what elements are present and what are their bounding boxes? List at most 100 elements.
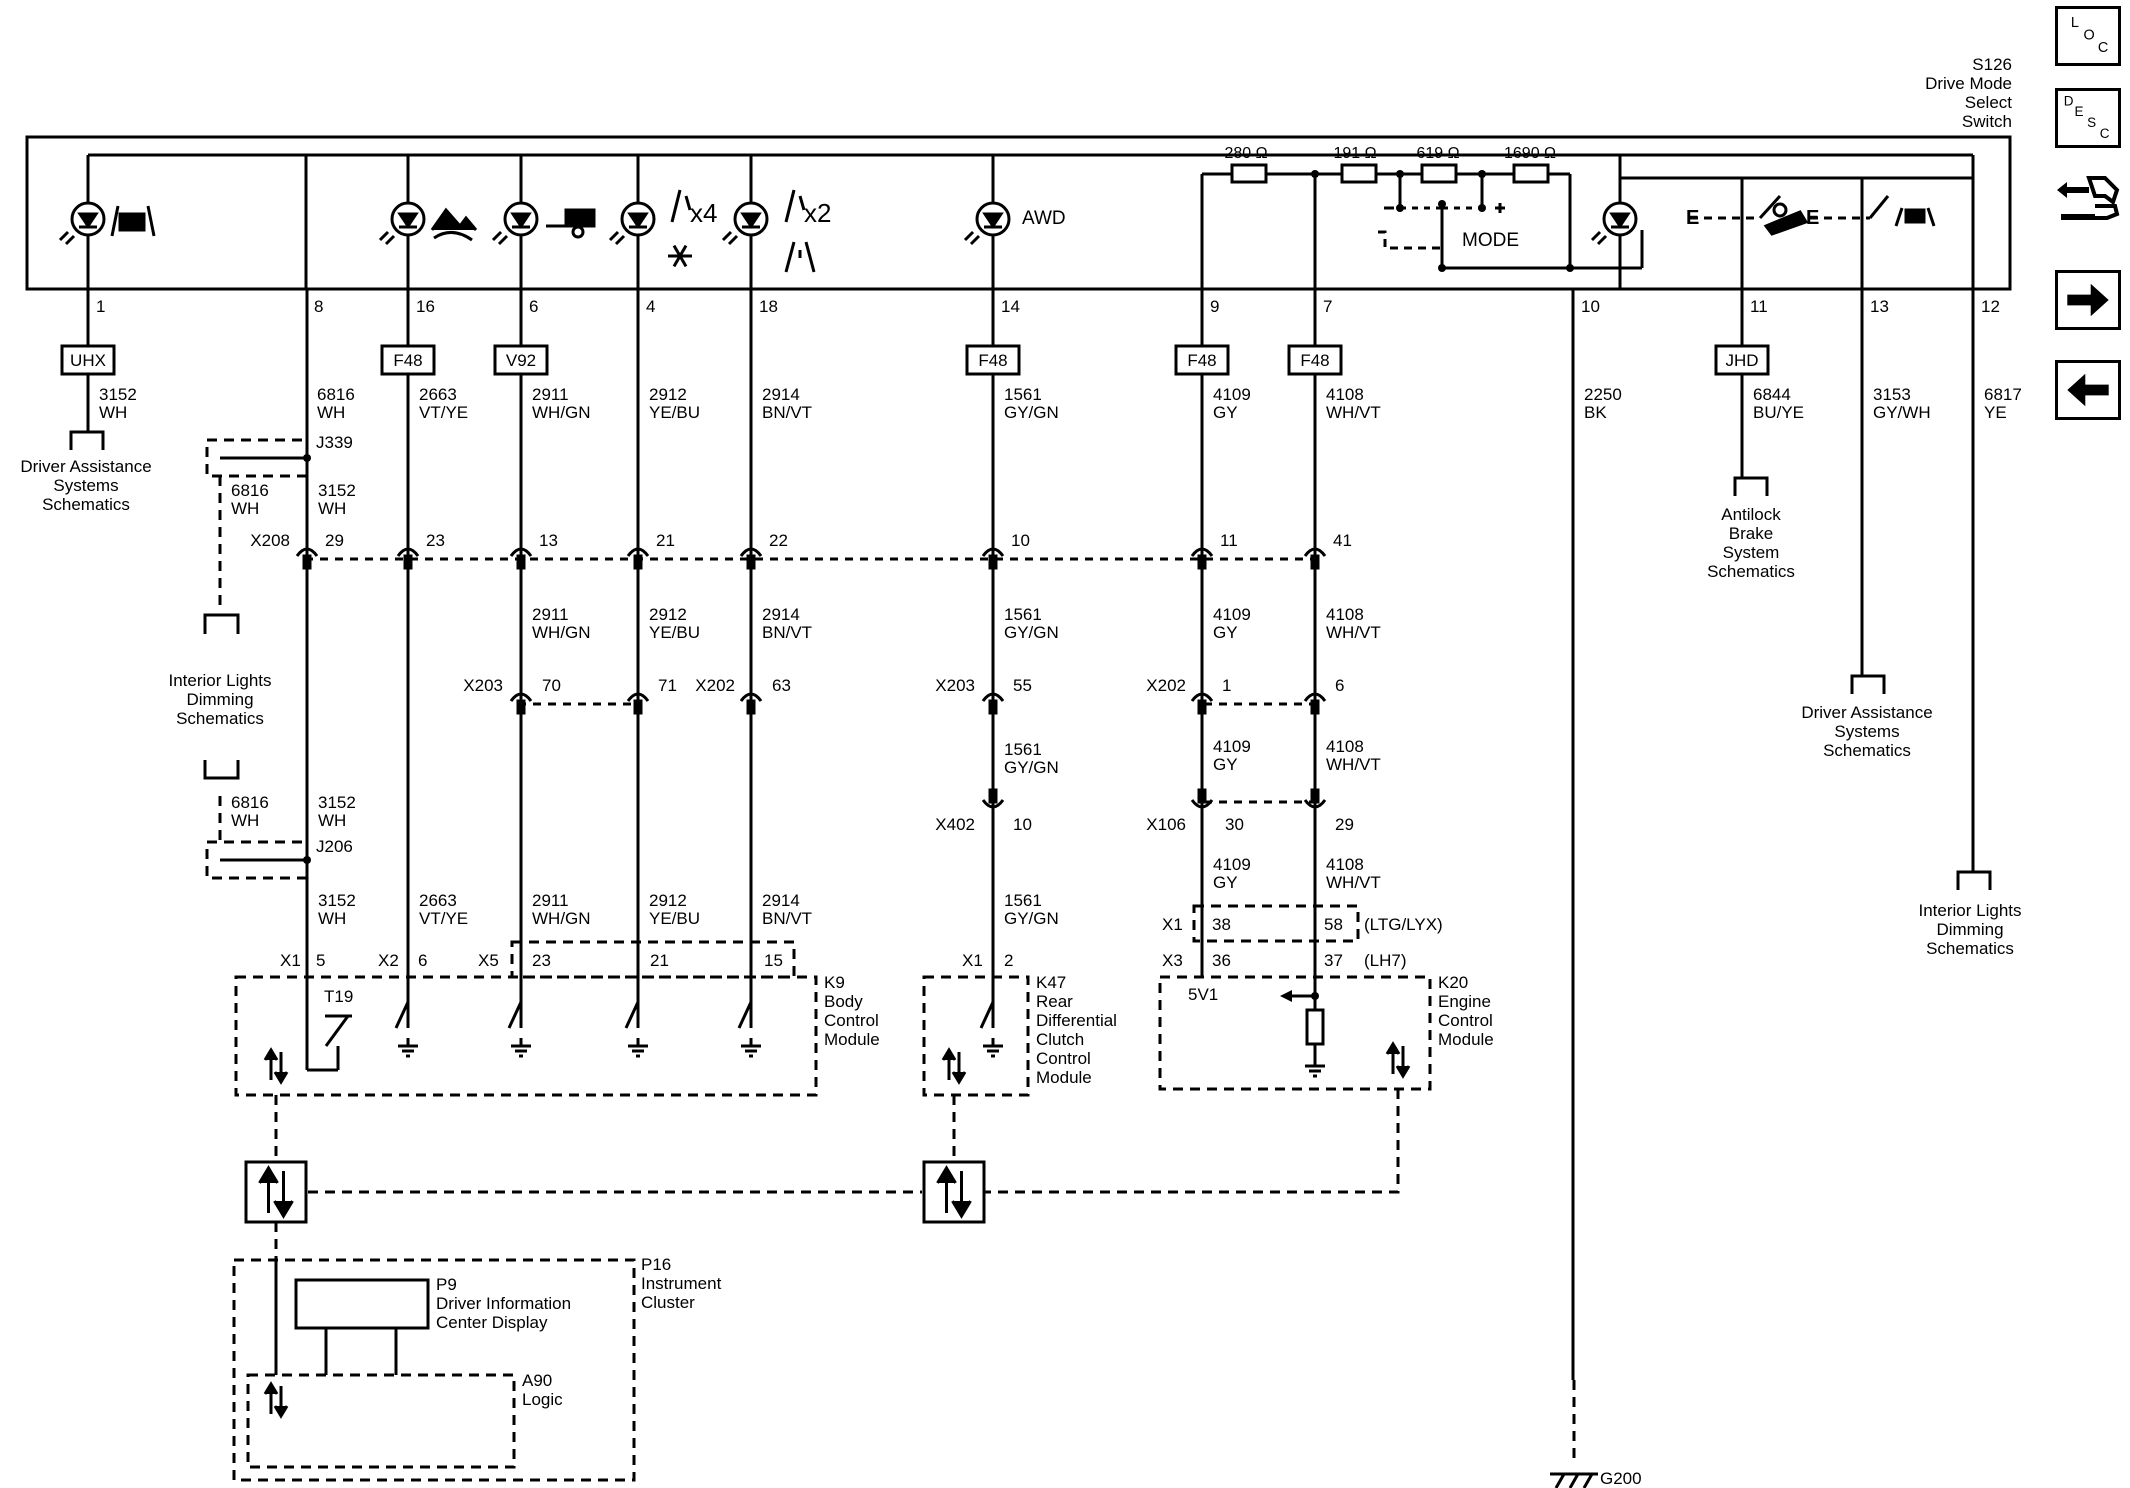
circuit-repeat-8: 2911 — [532, 891, 569, 910]
k20-pin-36: 36 — [1212, 951, 1231, 970]
switch-housing — [25, 135, 2012, 291]
a90-logic — [246, 1373, 516, 1469]
k20-x3-label: X3 — [1162, 951, 1183, 970]
x208-terminal-4 — [626, 547, 650, 570]
bidirectional-data-icon-a90 — [263, 1381, 289, 1419]
wire-color-12: YE — [1984, 403, 2007, 422]
x208-terminal-6 — [981, 547, 1005, 570]
option-code-14: F48 — [978, 351, 1007, 370]
car-skid-icon — [1763, 202, 1809, 236]
pin-number-12: 12 — [1981, 297, 2000, 316]
k20-name-line-3: Module — [1438, 1030, 1494, 1049]
circuit-number-16: 2663 — [419, 385, 457, 404]
option-box-pin-16 — [380, 344, 436, 376]
module-input-switch-5 — [979, 1001, 995, 1029]
pin-number-13: 13 — [1870, 297, 1889, 316]
x203a-pin-70: 70 — [542, 676, 561, 695]
k9-pin-5: 5 — [316, 951, 325, 970]
switch-name-line-3: Switch — [1962, 112, 2012, 131]
lane-keep-icon — [110, 205, 156, 237]
k9-x2-label: X2 — [378, 951, 399, 970]
k9-body-control-module — [234, 975, 818, 1097]
k47-name-line-1: Rear — [1036, 992, 1073, 1011]
gateway-block-mid — [922, 1160, 986, 1224]
module-input-switch-3-ground — [628, 1038, 648, 1058]
circuit-number-13: 3153 — [1873, 385, 1911, 404]
p9-driver-info-display — [294, 1278, 430, 1330]
module-input-switch-2-ground — [511, 1038, 531, 1058]
x208-terminal-3 — [509, 547, 533, 570]
circuit-repeat-6: 2912 — [649, 605, 687, 624]
loc-letter-c: C — [2098, 40, 2108, 56]
p9-name-line-1: Driver Information — [436, 1294, 571, 1313]
k20-pin-37: 37 — [1324, 951, 1343, 970]
option-box-pin-6 — [493, 344, 549, 376]
wire-color-8: WH — [317, 403, 345, 422]
four-wheel-icon — [670, 189, 692, 223]
color-repeat-7: BN/VT — [762, 623, 812, 642]
circuit-number-4: 2912 — [649, 385, 687, 404]
p16-name-line-2: Cluster — [641, 1293, 695, 1312]
x208-pin-5: 22 — [769, 531, 788, 550]
prev-page-button[interactable] — [2055, 360, 2121, 420]
x203a-pin-71: 71 — [658, 676, 677, 695]
ground-g200-label: G200 — [1600, 1469, 1642, 1488]
circuit-number-14: 1561 — [1004, 385, 1042, 404]
circuit-repeat-13: 1561 — [1004, 891, 1042, 910]
pin-number-9: 9 — [1210, 297, 1219, 316]
pin-number-14: 14 — [1001, 297, 1020, 316]
k20-ltg-label: (LTG/LYX) — [1364, 915, 1443, 934]
k9-x5-label: X5 — [478, 951, 499, 970]
x203b-pin-55: 55 — [1013, 676, 1032, 695]
wire-color-9: GY — [1213, 403, 1238, 422]
circuit-repeat-1: 3152 — [318, 481, 356, 500]
bidirectional-data-icon-k9 — [263, 1047, 289, 1085]
ref-antilock-brake-line-2: Brake — [1729, 524, 1773, 543]
ref-interior-lights-right-line-2: Dimming — [1936, 920, 2003, 939]
pin-number-10: 10 — [1581, 297, 1600, 316]
bidirectional-data-icon-k20 — [1385, 1041, 1411, 1079]
connector-swap-button[interactable] — [2055, 170, 2121, 230]
circuit-repeat-10: 2914 — [762, 891, 800, 910]
x203-x202-terminal-4 — [981, 692, 1005, 715]
circuit-j206-branch: 6816 — [231, 793, 269, 812]
circuit-repeat-15: 4109 — [1213, 737, 1251, 756]
x208-pin-2: 23 — [426, 531, 445, 550]
color-j206-branch: WH — [231, 811, 259, 830]
awd-label: AWD — [1022, 208, 1066, 229]
circuit-repeat-9: 2912 — [649, 891, 687, 910]
arrow-left-icon — [2067, 373, 2109, 407]
wire-color-13: GY/WH — [1873, 403, 1931, 422]
next-page-button[interactable] — [2055, 270, 2121, 330]
x402-pin-10: 10 — [1013, 815, 1032, 834]
circuit-number-7: 4108 — [1326, 385, 1364, 404]
p9-ref: P9 — [436, 1275, 457, 1294]
ref-interior-lights-right-line-1: Interior Lights — [1919, 901, 2022, 920]
connector-x202b-label: X202 — [1146, 676, 1186, 695]
k47-pin-2: 2 — [1004, 951, 1013, 970]
led-indicator-4 — [608, 201, 656, 246]
terrain-icon — [430, 207, 478, 242]
loc-letter-l: L — [2071, 15, 2079, 31]
wire-color-6: WH/GN — [532, 403, 591, 422]
circuit-repeat-14: 4109 — [1213, 605, 1251, 624]
k47-ref: K47 — [1036, 973, 1066, 992]
wire-color-7: WH/VT — [1326, 403, 1381, 422]
circuit-repeat-11: 1561 — [1004, 605, 1042, 624]
pin-number-1: 1 — [96, 297, 105, 316]
splice-boxes — [205, 438, 309, 880]
color-repeat-19: WH/VT — [1326, 873, 1381, 892]
desc-letter-s: S — [2087, 115, 2096, 130]
snow-icon — [668, 244, 692, 268]
k9-pin-6: 6 — [418, 951, 427, 970]
led-indicator-3 — [491, 201, 539, 246]
k9-name-line-1: Body — [824, 992, 863, 1011]
x106-pin-29: 29 — [1335, 815, 1354, 834]
connector-x402-label: X402 — [935, 815, 975, 834]
option-code-7: F48 — [1300, 351, 1329, 370]
ref-interior-lights-left-line-2: Dimming — [186, 690, 253, 709]
module-input-switch-4 — [737, 1001, 753, 1029]
ref-driver-assist-right-line-2: Systems — [1834, 722, 1899, 741]
